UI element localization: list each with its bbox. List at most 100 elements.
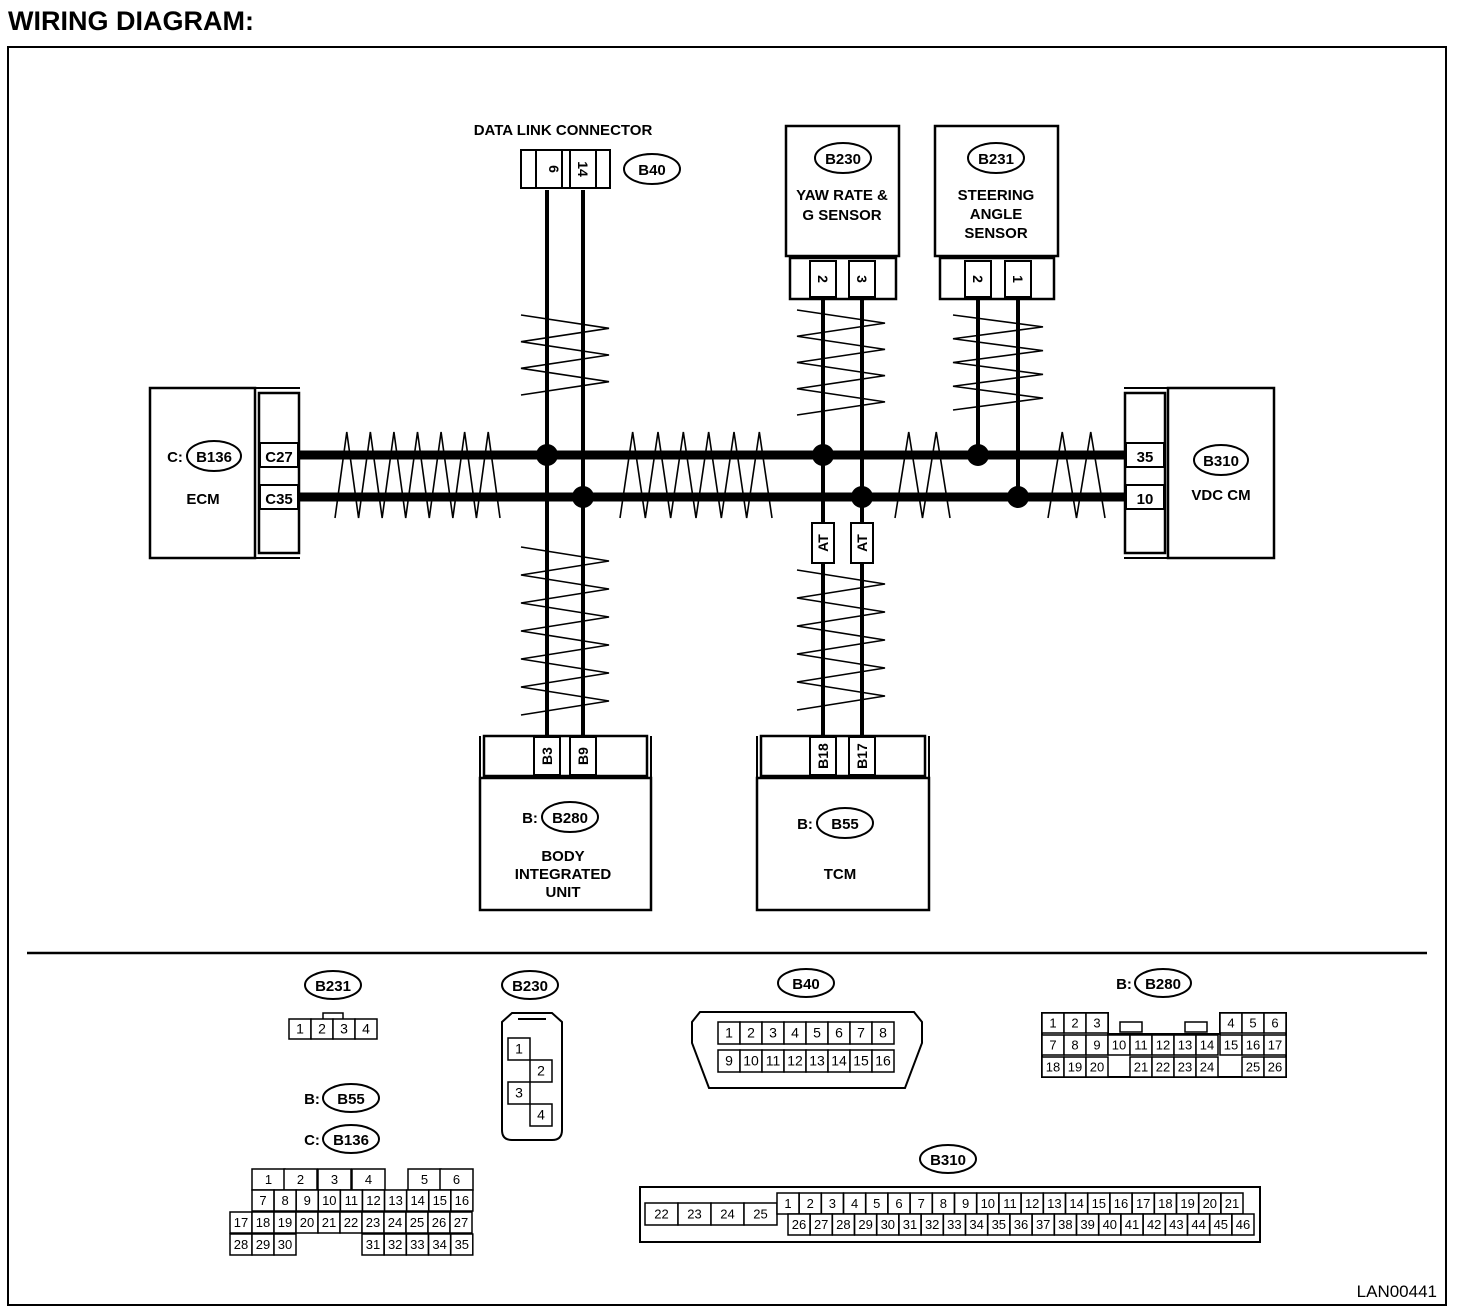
steer-connector-id: B231 [978, 151, 1014, 168]
b55-b136-pin-3: 3 [331, 1172, 338, 1187]
b55-b136-pin-35-cell [450, 1233, 474, 1256]
b310-pin-30: 30 [881, 1217, 895, 1232]
b231-pin-3: 3 [340, 1021, 348, 1037]
yaw-pin-3: 3 [854, 275, 870, 283]
b55-b136-pin-26: 26 [432, 1215, 446, 1230]
b280-pin-21: 21 [1134, 1059, 1148, 1074]
b55-b136-pin-22: 22 [344, 1215, 358, 1230]
b40-pin-13: 13 [809, 1053, 825, 1069]
b280-pin-26: 26 [1268, 1059, 1282, 1074]
b310-pin-2: 2 [807, 1196, 814, 1211]
b310-pin-39: 39 [1080, 1217, 1094, 1232]
b310-pin-22: 22 [654, 1206, 668, 1221]
b280-pin-14-cell [1195, 1034, 1219, 1056]
at-inline-labels: AT AT [811, 522, 874, 564]
b310-pin-46-cell [1231, 1213, 1255, 1236]
b310-pin-8: 8 [940, 1196, 947, 1211]
b55-b136-pin-35: 35 [455, 1237, 469, 1252]
biu-name-line1: BODY [541, 848, 584, 865]
ecm-prefix: C: [167, 449, 183, 466]
b310-pin-15: 15 [1092, 1196, 1106, 1211]
b55-b136-pin-12: 12 [366, 1193, 380, 1208]
bus-wires [300, 190, 1127, 738]
b310-pin-41: 41 [1125, 1217, 1139, 1232]
b310-pin-17: 17 [1136, 1196, 1150, 1211]
b55-b136-pin-21: 21 [322, 1215, 336, 1230]
b230-pin-3-cell [507, 1081, 531, 1105]
dlc-title: DATA LINK CONNECTOR [474, 122, 653, 139]
b55-b136-pin-13: 13 [388, 1193, 402, 1208]
b280-pin-22: 22 [1156, 1059, 1170, 1074]
b55-b136-pin-29: 29 [256, 1237, 270, 1252]
b280-pin-15: 15 [1224, 1037, 1238, 1052]
b310-pin-26: 26 [792, 1217, 806, 1232]
tcm-connector-id: B55 [831, 816, 859, 833]
steer-name-line1: STEERING [958, 187, 1035, 204]
b55-b136-pin-1: 1 [265, 1172, 272, 1187]
vdc-cm-module: 35 10 B310 VDC CM [1123, 386, 1276, 560]
b55-b136-pin-31: 31 [366, 1237, 380, 1252]
ecm-module: C27 C35 C: B136 ECM [148, 386, 301, 560]
steering-angle-sensor: 2 1 B231 STEERING ANGLE SENSOR [933, 124, 1060, 301]
b55-b136-pin-14: 14 [410, 1193, 424, 1208]
b280-pin-20-cell [1085, 1056, 1109, 1078]
b310-pin-38: 38 [1058, 1217, 1072, 1232]
b280-pin-6-cell [1263, 1012, 1287, 1034]
b55-b136-pin-7: 7 [259, 1193, 266, 1208]
b310-pin-9: 9 [962, 1196, 969, 1211]
b280-pin-9: 9 [1093, 1037, 1100, 1052]
b40-pin-1: 1 [725, 1025, 733, 1041]
b310-pin-28: 28 [836, 1217, 850, 1232]
b55-view-label: B55 [337, 1091, 365, 1108]
tcm-prefix: B: [797, 816, 813, 833]
b280-pin-14: 14 [1200, 1037, 1214, 1052]
b230-pin-1: 1 [515, 1041, 523, 1057]
b55-b136-pin-16-cell [450, 1189, 474, 1212]
b310-pin-23: 23 [687, 1206, 701, 1221]
b55-b136-pin-19: 19 [278, 1215, 292, 1230]
b55-b136-pin-16: 16 [455, 1193, 469, 1208]
b310-pin-31: 31 [903, 1217, 917, 1232]
dlc-connector-id: B40 [638, 162, 666, 179]
b280-pin-19: 19 [1068, 1059, 1082, 1074]
b310-pin-20: 20 [1203, 1196, 1217, 1211]
b280-pin-3: 3 [1093, 1015, 1100, 1030]
b40-pin-9: 9 [725, 1053, 733, 1069]
b310-pin-42: 42 [1147, 1217, 1161, 1232]
steer-pin-1: 1 [1010, 275, 1026, 283]
b55-b136-pin-8: 8 [281, 1193, 288, 1208]
b230-pin-4: 4 [537, 1107, 545, 1123]
b55-b136-pin-11: 11 [345, 1193, 359, 1208]
yaw-name-line2: G SENSOR [802, 207, 881, 224]
b40-pin-6: 6 [835, 1025, 843, 1041]
b280-view-label: B280 [1145, 976, 1181, 993]
body-integrated-unit: B3 B9 B: B280 BODY INTEGRATED UNIT [478, 734, 653, 912]
b280-pin-4: 4 [1227, 1015, 1234, 1030]
b310-pin-24: 24 [720, 1206, 734, 1221]
ecm-pin-c27: C27 [265, 449, 293, 466]
b231-pin-1: 1 [296, 1021, 304, 1037]
biu-pin-b3: B3 [539, 747, 555, 765]
b280-pin-18: 18 [1046, 1059, 1060, 1074]
b40-pin-2: 2 [747, 1025, 755, 1041]
vdc-connector-id: B310 [1203, 453, 1239, 470]
b55-b136-pin-23: 23 [366, 1215, 380, 1230]
b310-pin-6: 6 [895, 1196, 902, 1211]
b55-b136-pin-2: 2 [297, 1172, 304, 1187]
b40-view-label: B40 [792, 976, 820, 993]
b231-view-label: B231 [315, 978, 351, 995]
b40-pin-15: 15 [853, 1053, 869, 1069]
b280-pin-13: 13 [1178, 1037, 1192, 1052]
tcm-name: TCM [824, 866, 857, 883]
biu-pin-b9: B9 [575, 747, 591, 765]
data-link-connector: DATA LINK CONNECTOR 6 14 B40 [474, 122, 681, 189]
b280-pin-17-cell [1263, 1034, 1287, 1056]
b136-view-prefix: C: [304, 1132, 320, 1149]
b230-view-label: B230 [512, 978, 548, 995]
b55-view-prefix: B: [304, 1091, 320, 1108]
